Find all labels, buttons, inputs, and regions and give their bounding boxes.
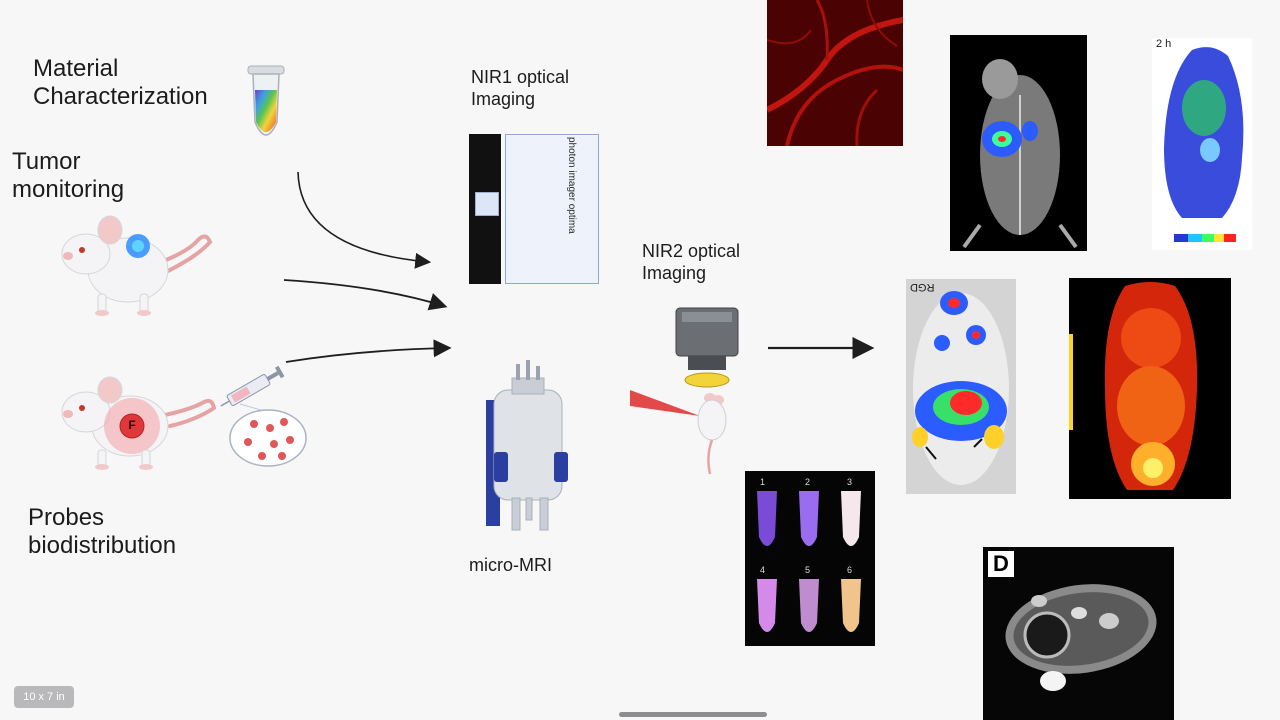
injected-mouse-icon [48,376,218,472]
photon-imager-device: photon imager optima [469,134,599,284]
vial-number: 6 [847,565,853,575]
canvas-size-badge[interactable]: 10 x 7 in [14,686,74,708]
nir1-imaging-label: NIR1 optical Imaging [471,67,570,109]
vial-number: 5 [805,565,811,575]
test-tube-icon [246,64,286,148]
probes-biodistribution-label: Probes biodistribution [28,504,177,559]
rgd-label: RGD [910,281,935,293]
syringe-icon [216,366,288,410]
home-indicator[interactable] [619,712,767,717]
flow-arrows [283,171,875,363]
material-characterization-label: Material Characterization [33,55,208,110]
tumor-monitoring-label: Tumor monitoring [12,148,125,203]
panel-letter: D [988,551,1014,577]
tumor-marker-letter: F [128,418,136,432]
nir2-camera-icon [672,306,742,390]
vials-image: 1 2 3 4 5 6 [745,471,875,646]
laser-beam-icon [630,386,700,422]
particles-circle-icon [226,400,312,468]
vial-number: 1 [760,477,766,487]
biodistribution-2h-image: 2 h [1152,38,1252,250]
photon-imager-text: photon imager optima [566,137,577,234]
vial-number: 3 [847,477,853,487]
vial-number: 2 [805,477,811,487]
vasculature-image [767,0,903,146]
mri-scanner-icon [478,360,578,540]
tumor-mouse-icon [48,212,214,318]
micro-mri-label: micro-MRI [469,555,552,575]
timepoint-label: 2 h [1156,38,1172,50]
rgd-fluorescence-image: RGD [906,279,1016,494]
xray-mouse-image [950,35,1087,251]
vial-number: 4 [760,565,766,575]
nir2-imaging-label: NIR2 optical Imaging [642,241,741,283]
heatmap-mouse-image [1069,278,1231,499]
small-mouse-icon [692,390,732,476]
mri-cross-section-image: D [983,547,1174,720]
